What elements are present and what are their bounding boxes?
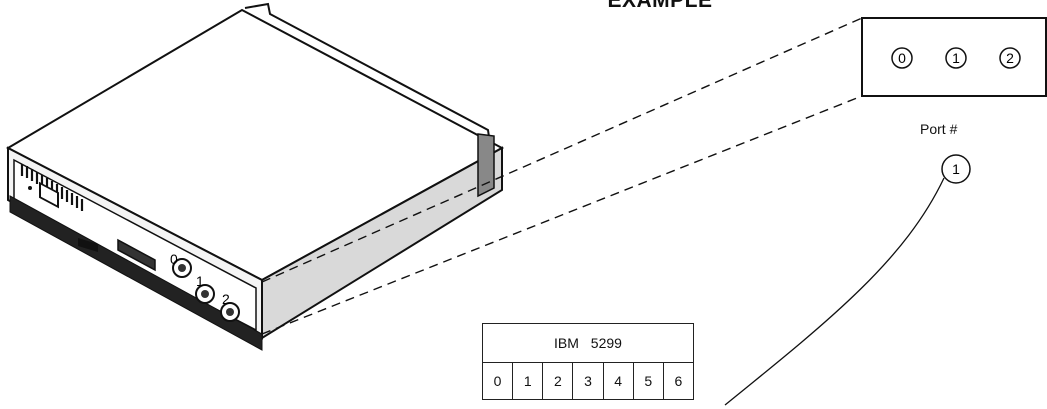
device-base bbox=[9, 195, 263, 351]
power-switch-icon bbox=[39, 181, 59, 209]
selected-port-circle bbox=[941, 154, 971, 184]
panel-port-1 bbox=[945, 47, 967, 69]
table-cell-1: 1 bbox=[512, 362, 544, 400]
table-cell-2: 2 bbox=[542, 362, 574, 400]
device-rear-foot bbox=[477, 133, 495, 198]
panel-port-label-1: 1 bbox=[952, 50, 960, 66]
device-port-label-2: 2 bbox=[222, 291, 230, 307]
table-cell-4: 4 bbox=[602, 362, 634, 400]
connector-curve bbox=[724, 177, 945, 406]
panel-port-label-2: 2 bbox=[1006, 50, 1014, 66]
selected-port-number: 1 bbox=[952, 161, 960, 177]
device-port-2 bbox=[220, 302, 240, 322]
table-cell-6: 6 bbox=[662, 362, 695, 400]
power-indicator-icon bbox=[28, 186, 32, 190]
device-port-label-0: 0 bbox=[170, 251, 178, 267]
device-port-1 bbox=[195, 284, 215, 304]
device-port-label-1: 1 bbox=[196, 273, 204, 289]
table-cell-5: 5 bbox=[632, 362, 664, 400]
table-cell-0: 0 bbox=[481, 362, 514, 400]
device-port-0 bbox=[172, 258, 192, 278]
device-front-bezel bbox=[13, 158, 257, 332]
panel-port-2 bbox=[999, 47, 1021, 69]
label-plate bbox=[78, 238, 98, 252]
table-title: IBM 5299 bbox=[482, 323, 694, 363]
d-connector-icon bbox=[117, 238, 156, 272]
callout-line-upper bbox=[261, 17, 863, 283]
table-cell-3: 3 bbox=[572, 362, 604, 400]
callout-line-lower bbox=[261, 95, 863, 335]
ibm-5299-table: IBM 5299 0 1 2 3 4 5 6 bbox=[481, 323, 695, 400]
panel-port-label-0: 0 bbox=[898, 50, 906, 66]
panel-port-0 bbox=[891, 47, 913, 69]
diagram-heading: EXAMPLE bbox=[607, 0, 713, 12]
port-label: Port # bbox=[920, 121, 958, 137]
